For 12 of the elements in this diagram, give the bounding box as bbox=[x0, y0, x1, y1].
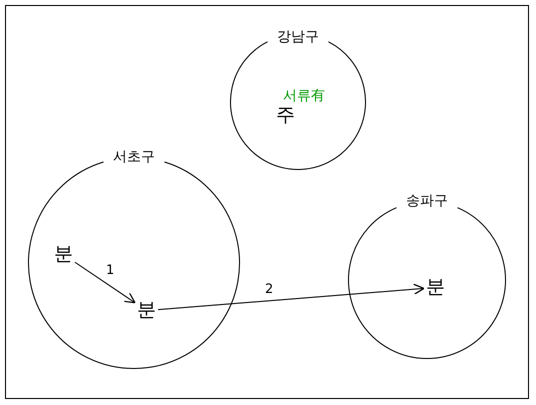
edge-label: 2 bbox=[265, 283, 274, 296]
place-label: 분 bbox=[54, 245, 73, 264]
district-name: 강남구 bbox=[276, 30, 320, 44]
district-name: 송파구 bbox=[405, 194, 449, 208]
arrow bbox=[158, 284, 425, 310]
place-label: 분 bbox=[137, 301, 156, 320]
place-label: 분 bbox=[426, 278, 445, 297]
place-label: 주 bbox=[276, 106, 295, 125]
district-name: 서초구 bbox=[112, 150, 156, 164]
note-text: 서류有 bbox=[283, 89, 325, 103]
edge-label: 1 bbox=[106, 264, 114, 277]
arrow bbox=[74, 262, 136, 304]
